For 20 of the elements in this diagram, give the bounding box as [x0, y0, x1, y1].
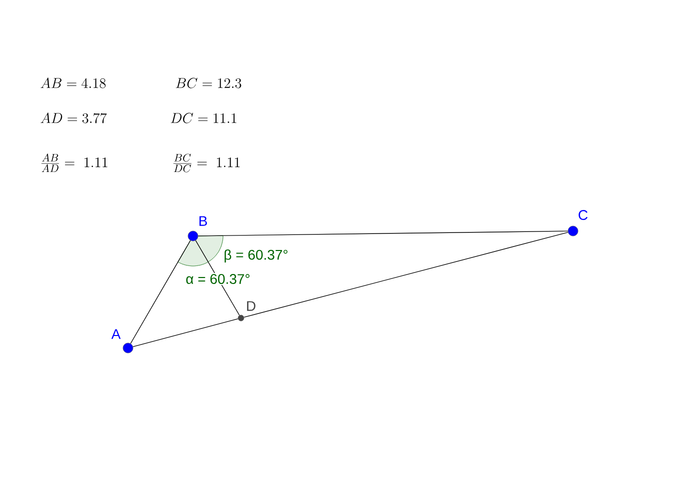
point: [122, 342, 134, 354]
ratio-formula: $\frac{BC}{DC} = \ 1.11$: [173, 154, 240, 172]
point-label: C: [578, 210, 588, 220]
ratio-formula: $\frac{AB}{AD} = \ 1.11$: [41, 154, 108, 172]
length-formula: $DC = 11.1$: [170, 112, 236, 124]
length-formula: $AD = 3.77$: [40, 112, 107, 124]
line-segment: [198, 230, 568, 236]
line-segment: [130, 240, 191, 344]
length-formula: $BC = 12.3$: [176, 78, 242, 88]
line-segment: [132, 318, 238, 348]
point: [238, 314, 244, 322]
point: [188, 230, 198, 242]
point-label: A: [111, 329, 121, 339]
length-formula: $AB = 4.18$: [40, 78, 106, 88]
point-label: D: [247, 301, 256, 311]
point: [568, 226, 578, 236]
angle-label: β = 60.37°: [222, 248, 290, 264]
line-segment: [244, 232, 568, 318]
angle-label: α = 60.37°: [184, 273, 252, 285]
point-label: B: [199, 216, 207, 226]
